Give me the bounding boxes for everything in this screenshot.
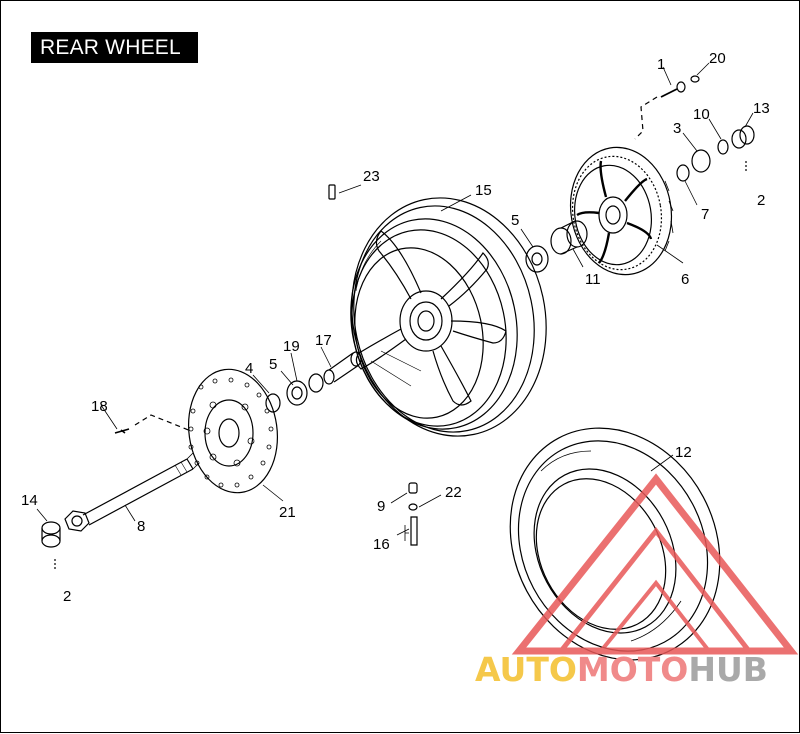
watermark-logo xyxy=(511,473,799,655)
sprocket-washer xyxy=(676,164,690,182)
screw-leader xyxy=(134,414,192,432)
watermark-moto: MOTO xyxy=(577,650,688,689)
callout-3: 3 xyxy=(673,120,681,137)
callout-16: 16 xyxy=(373,536,390,553)
callout-1: 1 xyxy=(657,56,665,73)
brake-disc xyxy=(187,368,279,494)
watermark-text: AUTOMOTOHUB xyxy=(475,650,768,689)
callout-13: 13 xyxy=(753,100,770,117)
wheel-weight xyxy=(328,184,336,200)
callout-5-left: 5 xyxy=(269,356,277,373)
callout-12: 12 xyxy=(675,444,692,461)
callout-15: 15 xyxy=(475,182,492,199)
callout-5-right: 5 xyxy=(511,212,519,229)
callout-21: 21 xyxy=(279,504,296,521)
callout-20: 20 xyxy=(709,50,726,67)
callout-8: 8 xyxy=(137,518,145,535)
sprocket-spacer xyxy=(550,220,588,255)
wheel-spacer xyxy=(265,393,281,413)
callout-2-right: 2 xyxy=(757,192,765,209)
bearing-seal xyxy=(308,373,324,393)
callout-17: 17 xyxy=(315,332,332,349)
callout-23: 23 xyxy=(363,168,380,185)
callout-19: 19 xyxy=(283,338,300,355)
rear-axle xyxy=(64,452,200,532)
callout-6: 6 xyxy=(681,271,689,288)
tire xyxy=(509,427,721,661)
watermark-hub: HUB xyxy=(688,650,768,689)
rear-sprocket xyxy=(569,146,674,276)
cast-wheel xyxy=(350,197,547,437)
callout-22: 22 xyxy=(445,484,462,501)
callout-2-left: 2 xyxy=(63,588,71,605)
callout-11: 11 xyxy=(585,271,601,288)
diagram-title: REAR WHEEL xyxy=(31,32,198,63)
retaining-ring xyxy=(717,139,729,155)
adjuster-bolt xyxy=(634,75,700,140)
axle-spacer-left xyxy=(41,521,61,571)
rotor-screw xyxy=(114,428,130,434)
bearing-spacer-tube xyxy=(323,351,362,385)
callout-18: 18 xyxy=(91,398,108,415)
sprocket-bearing xyxy=(691,149,711,173)
callout-14: 14 xyxy=(21,492,38,509)
callout-9: 9 xyxy=(377,498,385,515)
wheel-bearing-right xyxy=(525,245,549,273)
wheel-bearing-left xyxy=(286,380,308,406)
axle-spacer-right xyxy=(731,125,755,173)
leader-lines xyxy=(36,62,754,536)
callout-10: 10 xyxy=(693,106,710,123)
callout-7: 7 xyxy=(701,206,709,223)
valve-stem-parts xyxy=(404,482,418,546)
watermark-auto: AUTO xyxy=(475,650,577,689)
callout-4: 4 xyxy=(245,360,253,377)
